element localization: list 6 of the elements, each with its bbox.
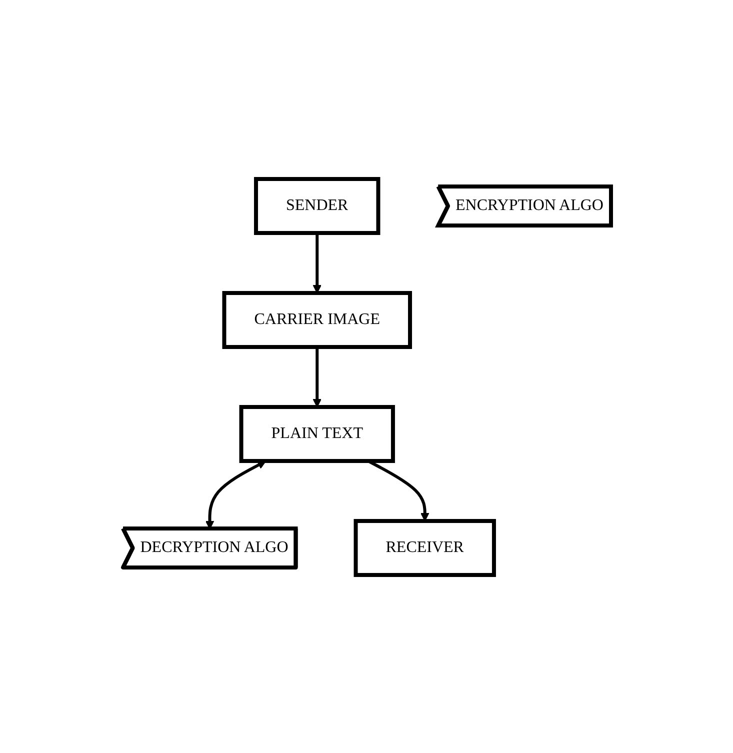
arrow	[312, 232, 322, 293]
node-box: PLAIN TEXT	[238, 404, 394, 462]
arrow	[312, 346, 322, 407]
node-box: CARRIER IMAGE	[222, 290, 412, 348]
node-box: RECEIVER	[353, 518, 496, 576]
node-box: SENDER	[254, 176, 380, 234]
